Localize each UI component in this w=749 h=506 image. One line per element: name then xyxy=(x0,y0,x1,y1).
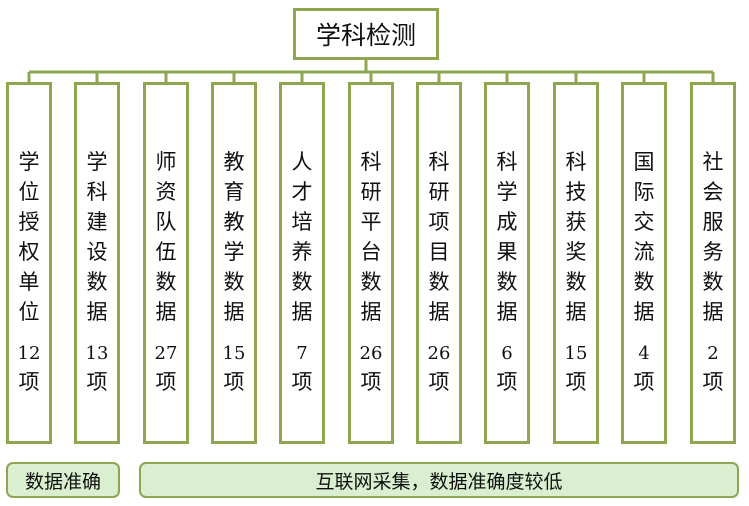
category-count: 13 xyxy=(85,343,109,364)
category-label: 学位授权单位 xyxy=(18,150,40,324)
category-count: 4 xyxy=(638,343,650,364)
category-label: 科学成果数据 xyxy=(496,150,518,324)
category-unit: 项 xyxy=(633,370,655,394)
category-label: 社会服务数据 xyxy=(702,150,724,324)
category-unit: 项 xyxy=(428,370,450,394)
category-box-talent-cultivation: 人才培养数据 7 项 xyxy=(279,82,325,444)
category-label: 人才培养数据 xyxy=(291,150,313,324)
category-unit: 项 xyxy=(86,370,108,394)
category-count: 6 xyxy=(501,343,513,364)
category-label: 学科建设数据 xyxy=(86,150,108,324)
category-label: 国际交流数据 xyxy=(633,150,655,324)
category-box-international-exchange: 国际交流数据 4 项 xyxy=(621,82,667,444)
category-unit: 项 xyxy=(360,370,382,394)
category-box-science-awards: 科技获奖数据 15 项 xyxy=(553,82,599,444)
category-box-discipline-construction: 学科建设数据 13 项 xyxy=(74,82,120,444)
category-count: 26 xyxy=(359,343,383,364)
category-unit: 项 xyxy=(18,370,40,394)
category-count: 12 xyxy=(17,343,41,364)
category-count: 15 xyxy=(564,343,588,364)
category-label: 师资队伍数据 xyxy=(155,150,177,324)
category-count: 2 xyxy=(707,343,719,364)
category-label: 教育教学数据 xyxy=(223,150,245,324)
category-label: 科技获奖数据 xyxy=(565,150,587,324)
category-box-degree-authorization: 学位授权单位 12 项 xyxy=(6,82,52,444)
category-unit: 项 xyxy=(155,370,177,394)
category-label: 科研项目数据 xyxy=(428,150,450,324)
category-unit: 项 xyxy=(291,370,313,394)
category-box-research-platform: 科研平台数据 26 项 xyxy=(348,82,394,444)
category-count: 26 xyxy=(427,343,451,364)
category-box-research-projects: 科研项目数据 26 项 xyxy=(416,82,462,444)
category-label: 科研平台数据 xyxy=(360,150,382,324)
note-accurate-data: 数据准确 xyxy=(6,462,120,498)
category-box-education-teaching: 教育教学数据 15 项 xyxy=(211,82,257,444)
category-unit: 项 xyxy=(223,370,245,394)
category-count: 15 xyxy=(222,343,246,364)
category-box-science-achievements: 科学成果数据 6 项 xyxy=(484,82,530,444)
category-unit: 项 xyxy=(702,370,724,394)
note-internet-collected: 互联网采集，数据准确度较低 xyxy=(139,462,739,498)
category-unit: 项 xyxy=(496,370,518,394)
category-count: 7 xyxy=(296,343,308,364)
category-count: 27 xyxy=(154,343,178,364)
category-unit: 项 xyxy=(565,370,587,394)
root-node-title: 学科检测 xyxy=(293,8,439,60)
category-box-faculty: 师资队伍数据 27 项 xyxy=(143,82,189,444)
category-box-social-service: 社会服务数据 2 项 xyxy=(690,82,736,444)
